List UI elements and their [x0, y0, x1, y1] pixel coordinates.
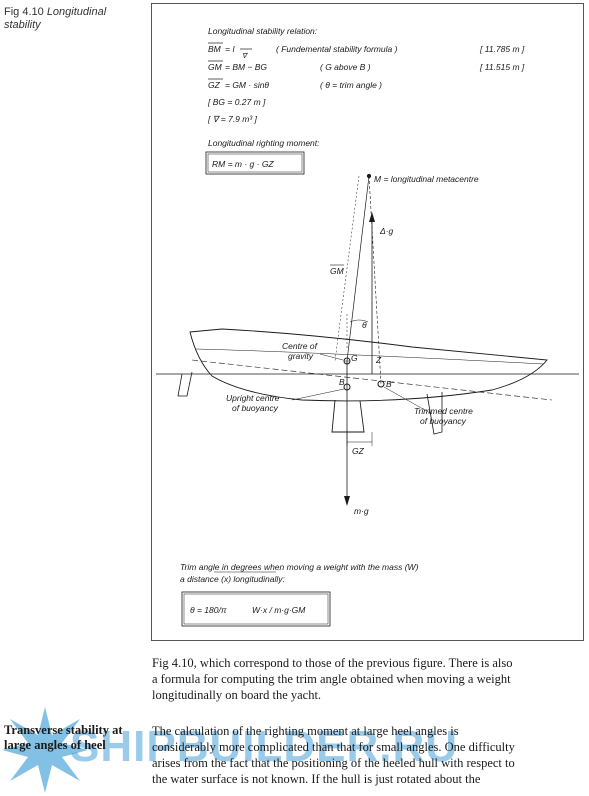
- moment-formula: RM = m · g · GZ: [212, 159, 274, 169]
- gz-label: GZ: [352, 446, 365, 456]
- eq3-lhs: GZ: [208, 80, 221, 90]
- watermark: SHIPBUILDER.RU: [70, 722, 459, 771]
- trim-formula-lhs: θ = 180/π: [190, 605, 227, 615]
- gm-label: GM: [330, 266, 345, 276]
- eq1-rhs: = I: [225, 44, 235, 54]
- section-heading: Transverse stability at large angles of …: [4, 723, 144, 753]
- trimmed-buoyancy-line1: Trimmed centre: [414, 406, 473, 416]
- trimmed-buoyancy-line2: of buoyancy: [420, 416, 467, 426]
- heading-righting-moment: Longitudinal righting moment:: [208, 138, 320, 148]
- paragraph-continuation: Fig 4.10, which correspond to those of t…: [152, 655, 584, 703]
- figure-number: Fig 4.10: [4, 6, 44, 18]
- upright-buoyancy-line2: of buoyancy: [232, 403, 279, 413]
- upright-buoyancy-line1: Upright centre: [226, 393, 280, 403]
- figure-frame: Longitudinal stability relation: BM = I …: [151, 3, 584, 641]
- section-heading-line2: large angles of heel: [4, 738, 106, 752]
- eq2-note: ( G above B ): [320, 62, 371, 72]
- paragraph-line: considerably more complicated than that …: [152, 740, 515, 754]
- paragraph-line: The calculation of the righting moment a…: [152, 724, 459, 738]
- paragraph-line: arises from the fact that the positionin…: [152, 756, 515, 770]
- b-label: B: [339, 377, 345, 387]
- theta-label: θ: [362, 320, 367, 330]
- volume-value: [ ∇ = 7.9 m³ ]: [207, 114, 258, 124]
- figure-title-line1: Longitudinal: [46, 6, 107, 18]
- g-label: G: [351, 353, 358, 363]
- cog-label-line1: Centre of: [282, 341, 319, 351]
- z-label: Z: [375, 355, 382, 365]
- b-prime-label: B': [386, 379, 394, 389]
- eq1-value: [ 11.785 m ]: [479, 44, 525, 54]
- paragraph-line: Fig 4.10, which correspond to those of t…: [152, 656, 513, 670]
- stability-diagram: Longitudinal stability relation: BM = I …: [156, 26, 579, 627]
- metacentre-label: M = longitudinal metacentre: [374, 174, 479, 184]
- eq2-rhs: = BM − BG: [225, 62, 267, 72]
- eq1-lhs: BM: [208, 44, 222, 54]
- section-heading-line1: Transverse stability at: [4, 723, 123, 737]
- figure-title-line2: stability: [4, 19, 41, 31]
- eq3-rhs: = GM · sinθ: [225, 80, 269, 90]
- svg-text:∇: ∇: [242, 52, 248, 60]
- figure-side-caption: Fig 4.10 Longitudinal stability: [4, 6, 144, 32]
- eq1-note: ( Fundemental stability formula ): [276, 44, 398, 54]
- trim-heading-line2: a distance (x) longitudinally:: [180, 574, 286, 584]
- eq2-value: [ 11.515 m ]: [479, 62, 525, 72]
- cog-label-line2: gravity: [288, 351, 314, 361]
- paragraph-line: longitudinally on board the yacht.: [152, 688, 322, 702]
- paragraph-line: the water surface is not known. If the h…: [152, 772, 481, 786]
- heading-stability-relation: Longitudinal stability relation:: [208, 26, 318, 36]
- bg-value: [ BG = 0.27 m ]: [207, 97, 266, 107]
- eq3-note: ( θ = trim angle ): [320, 80, 382, 90]
- trim-formula-rhs: W·x / m·g·GM: [252, 605, 306, 615]
- trim-heading-line1: Trim angle in degrees when moving a weig…: [180, 562, 419, 572]
- paragraph-line: a formula for computing the trim angle o…: [152, 672, 511, 686]
- eq2-lhs: GM: [208, 62, 223, 72]
- watermark-star-icon: [2, 707, 88, 793]
- buoyancy-force-label: Δ·g: [379, 226, 394, 236]
- weight-force-label: m·g: [354, 506, 369, 516]
- paragraph-transverse-stability: The calculation of the righting moment a…: [152, 723, 584, 787]
